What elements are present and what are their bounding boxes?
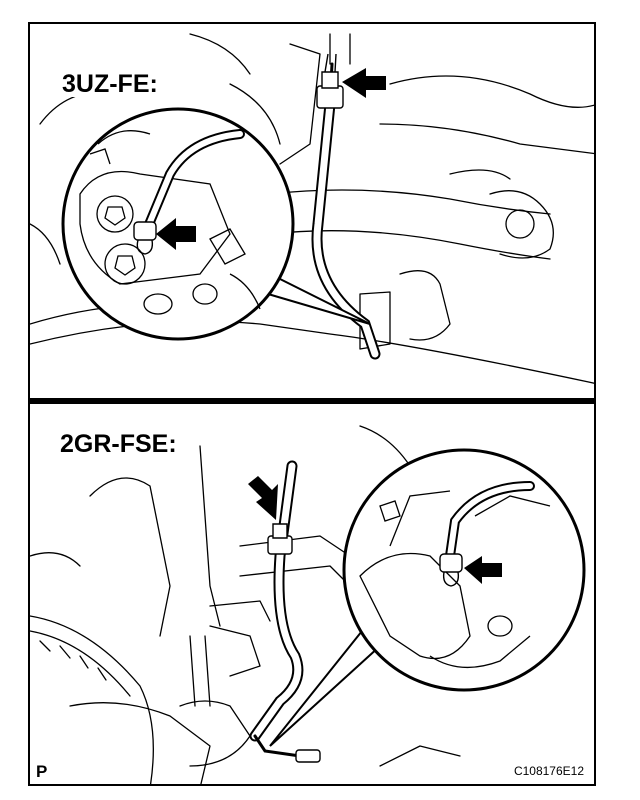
- rotor-vents: [40, 641, 106, 680]
- hose-clip-icon: [440, 554, 462, 586]
- bracket: [210, 601, 270, 621]
- magnifier-callout: [63, 109, 370, 339]
- knuckle-arm: [190, 636, 210, 706]
- top-panel-edge: [360, 426, 410, 466]
- engine-label-2gr-fse: 2GR-FSE:: [58, 430, 179, 458]
- body-lines: [330, 34, 350, 64]
- arrow-icon: [248, 476, 278, 520]
- upper-link: [270, 190, 550, 214]
- link-detail: [450, 170, 510, 179]
- panel-2gr-fse: 2GR-FSE: P C108176E12: [30, 406, 594, 786]
- rotor-inner: [30, 631, 130, 696]
- magnifier-callout: [270, 450, 584, 746]
- bushing-bolt: [506, 210, 534, 238]
- strut-body: [280, 44, 320, 164]
- brake-hose-bottom: [255, 466, 300, 756]
- panel-divider: [30, 398, 594, 404]
- frame-top: [390, 76, 594, 107]
- corner-letter: P: [36, 762, 48, 781]
- arrow-icon: [342, 68, 386, 98]
- fender-curve: [230, 84, 280, 144]
- figure-frame: 3UZ-FE:: [28, 22, 596, 786]
- arrow-icon: [156, 218, 196, 250]
- hose-clip-icon: [134, 222, 156, 254]
- hub: [180, 701, 250, 766]
- strut-rod: [200, 446, 220, 626]
- panel-3uz-fe: 3UZ-FE:: [30, 24, 594, 396]
- figure-code: C108176E12: [513, 764, 584, 778]
- fender-top: [190, 34, 250, 74]
- strut-body: [90, 478, 170, 636]
- frame-mid: [380, 124, 594, 154]
- lower-arm: [70, 703, 210, 786]
- hose-fitting-top: [317, 54, 343, 108]
- caliper-magnified: [360, 554, 470, 659]
- left-edge-detail: [30, 224, 60, 264]
- bushing: [490, 191, 553, 258]
- illustration-2gr-fse: [30, 406, 594, 786]
- bottom-link: [380, 746, 460, 766]
- knuckle: [210, 626, 260, 676]
- engine-label-3uz-fe: 3UZ-FE:: [60, 70, 160, 98]
- left-edge: [30, 553, 80, 566]
- hose-bracket: [360, 292, 390, 349]
- knuckle-part: [400, 271, 450, 340]
- lower-arm-edge: [30, 322, 594, 385]
- hose-fitting-bottom: [268, 524, 320, 762]
- rotor-edge: [30, 616, 153, 786]
- body-frame: [240, 536, 350, 556]
- arrow-icon: [464, 556, 502, 584]
- body-frame-lower: [240, 566, 360, 596]
- illustration-3uz-fe: [30, 24, 594, 396]
